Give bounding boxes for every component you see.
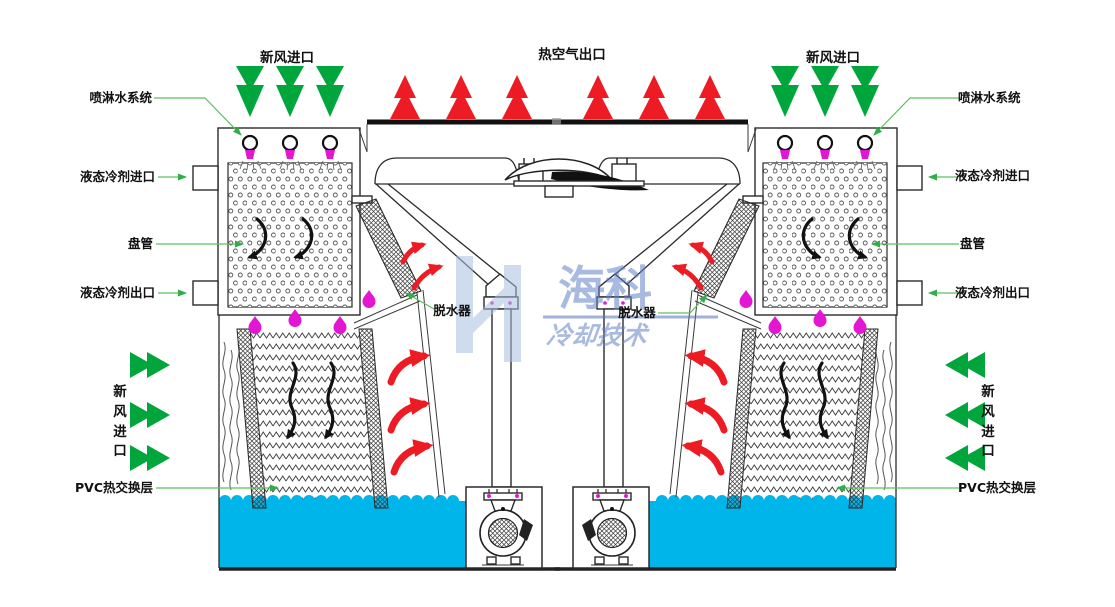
- label-fresh-air-side-left: 新 风 进 口: [113, 383, 127, 459]
- label-refrigerant-outlet-right: 液态冷剂出口: [955, 285, 1030, 300]
- label-pvc-layer-left: PVC热交换层: [75, 480, 154, 495]
- label-coil-left: 盘管: [128, 236, 153, 251]
- label-fresh-air-top-right: 新风进口: [806, 49, 860, 66]
- left-tower-cell: [130, 66, 560, 569]
- vertical-char: 新: [981, 383, 995, 400]
- vertical-char: 进: [981, 424, 995, 440]
- label-drift-eliminator-right: 脱水器: [618, 305, 656, 320]
- label-drift-eliminator-left: 脱水器: [433, 303, 471, 318]
- discharge-joint: [552, 118, 561, 125]
- label-pvc-layer-right: PVC热交换层: [958, 480, 1037, 495]
- label-spray-system-left: 喷淋水系统: [89, 90, 152, 105]
- vertical-char: 口: [113, 443, 127, 459]
- brand-name: 海科: [558, 262, 652, 317]
- label-spray-system-right: 喷淋水系统: [958, 90, 1021, 105]
- fan-bracket: [513, 180, 645, 187]
- label-refrigerant-inlet-left: 液态冷剂进口: [80, 169, 155, 184]
- brand-tagline: 冷却技术: [545, 321, 651, 350]
- fan-assembly: [504, 118, 649, 198]
- vertical-char: 进: [113, 424, 127, 440]
- vertical-char: 风: [981, 404, 995, 420]
- brand-logo-h: [456, 256, 521, 362]
- labels: 新风进口 热空气出口 新风进口 喷淋水系统 液态冷剂进口 盘管 液态冷剂出口 P…: [75, 46, 1037, 495]
- label-coil-right: 盘管: [960, 236, 985, 251]
- label-refrigerant-outlet-left: 液态冷剂出口: [80, 285, 155, 300]
- vertical-char: 口: [981, 443, 995, 459]
- fan-motor-mount: [544, 185, 574, 198]
- vertical-char: 风: [113, 404, 127, 420]
- label-fresh-air-top-left: 新风进口: [260, 49, 314, 66]
- vertical-char: 新: [113, 383, 127, 400]
- label-hot-air-outlet: 热空气出口: [538, 46, 606, 63]
- eliminator-leaders: [405, 292, 708, 314]
- watermark: 海科 冷却技术: [456, 256, 718, 362]
- label-fresh-air-side-right: 新 风 进 口: [981, 383, 995, 459]
- label-refrigerant-inlet-right: 液态冷剂进口: [955, 168, 1030, 183]
